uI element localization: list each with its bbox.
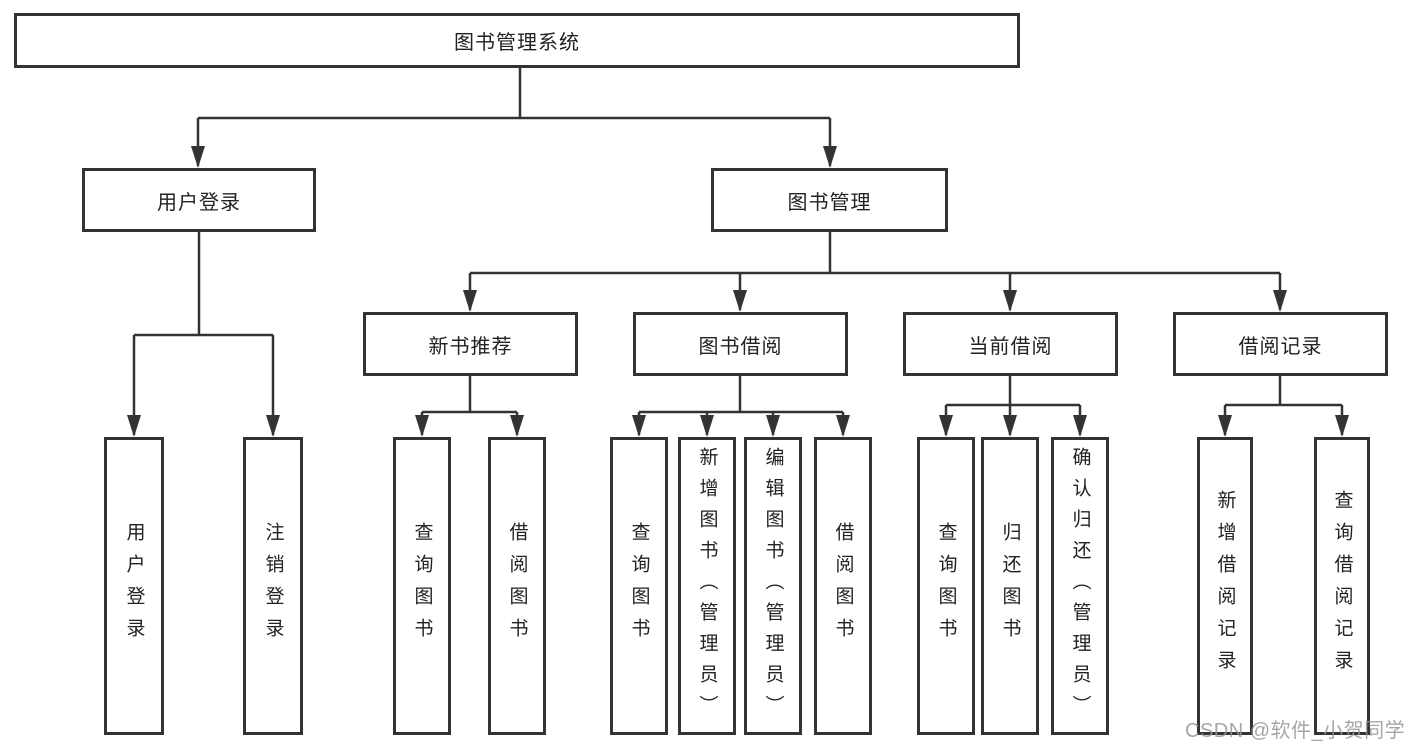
node-label: 当前借阅 [968,335,1053,358]
node-library-management-system: 图书管理系统 [14,13,1020,68]
leaf-borrow-books: 借阅图书 [814,437,872,735]
leaf-label: 归还图书 [999,522,1021,650]
leaf-return-books: 归还图书 [981,437,1039,735]
leaf-edit-book-admin: 编辑图书（管理员） [744,437,802,735]
leaf-label: 查询借阅记录 [1331,490,1353,682]
leaf-label: 查询图书 [935,522,957,650]
watermark: CSDN @软件_小贺同学 [1185,720,1405,742]
node-user-login: 用户登录 [82,168,316,232]
leaf-query-books-borrowing: 查询图书 [610,437,668,735]
leaf-borrow-books-recommend: 借阅图书 [488,437,546,735]
leaf-label: 借阅图书 [506,522,528,650]
leaf-add-borrowing-record: 新增借阅记录 [1197,437,1253,735]
node-label: 用户登录 [157,191,241,214]
node-label: 图书管理 [787,191,872,214]
node-current-borrowing: 当前借阅 [903,312,1118,376]
leaf-query-books-current: 查询图书 [917,437,975,735]
leaf-query-books-recommend: 查询图书 [393,437,451,735]
node-label: 借阅记录 [1238,335,1323,358]
leaf-label: 编辑图书（管理员） [762,446,784,726]
node-label: 图书借阅 [698,335,783,358]
leaf-label: 用户登录 [123,522,145,650]
leaf-label: 新增图书（管理员） [696,446,718,726]
leaf-label: 确认归还（管理员） [1069,446,1091,726]
leaf-label: 查询图书 [411,522,433,650]
node-label: 新书推荐 [428,335,513,358]
leaf-add-book-admin: 新增图书（管理员） [678,437,736,735]
leaf-query-borrowing-record: 查询借阅记录 [1314,437,1370,735]
node-book-management: 图书管理 [711,168,948,232]
leaf-confirm-return-admin: 确认归还（管理员） [1051,437,1109,735]
leaf-logout: 注销登录 [243,437,303,735]
leaf-label: 查询图书 [628,522,650,650]
node-book-borrowing: 图书借阅 [633,312,848,376]
node-new-book-recommendation: 新书推荐 [363,312,578,376]
node-label: 图书管理系统 [454,32,580,54]
leaf-label: 借阅图书 [832,522,854,650]
leaf-label: 注销登录 [262,522,284,650]
leaf-label: 新增借阅记录 [1214,490,1236,682]
node-borrowing-records: 借阅记录 [1173,312,1388,376]
leaf-user-login: 用户登录 [104,437,164,735]
